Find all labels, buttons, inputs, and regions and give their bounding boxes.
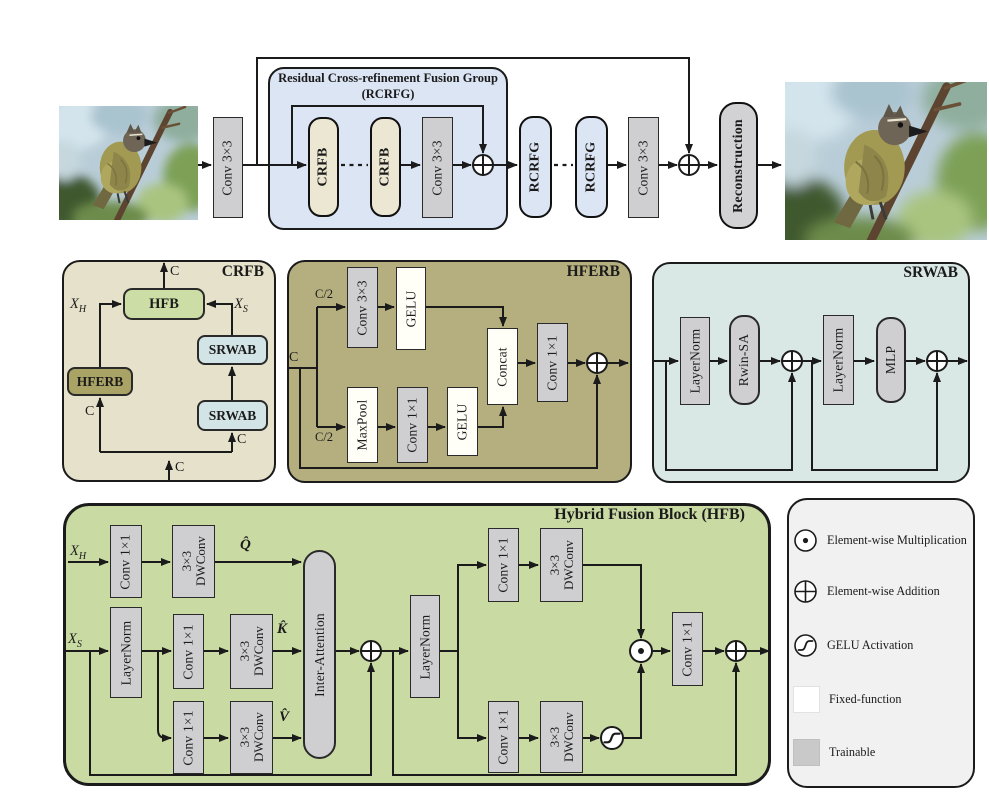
crfb-xh-label: XH	[70, 296, 87, 315]
legend-item-multiplication: Element-wise Multiplication	[793, 527, 967, 553]
crfb-c-right-label: C	[237, 432, 247, 447]
hferb-gelu-top: GELU	[396, 267, 426, 350]
deep-conv3x3: Conv 3×3	[628, 117, 659, 218]
add-op-icon	[926, 350, 948, 372]
hferb-conv1x1-out: Conv 1×1	[537, 323, 568, 402]
crfb-srwab-node-lower: SRWAB	[197, 400, 268, 431]
input-image	[59, 106, 198, 220]
hfb-conv1x1-k: Conv 1×1	[173, 614, 204, 689]
srwab-title: SRWAB	[903, 264, 958, 281]
crfb-hferb-node: HFERB	[67, 367, 133, 396]
multiply-op-icon	[794, 528, 817, 552]
hferb-c2-top-label: C/2	[315, 287, 334, 301]
add-op-icon	[472, 154, 494, 176]
crfb-hfb-node: HFB	[123, 288, 205, 320]
srwab-rwin-sa: Rwin-SA	[729, 315, 760, 405]
hfb-khat-label: K̂	[277, 621, 288, 637]
fixed-function-swatch	[793, 685, 820, 713]
hferb-title: HFERB	[566, 263, 620, 280]
hfb-layernorm-s: LayerNorm	[110, 607, 142, 698]
rcrfg-group-title: Residual Cross-refinement Fusion Group (…	[278, 71, 498, 102]
rcrfg-node-1: RCRFG	[519, 116, 552, 218]
crfb-node-2: CRFB	[370, 117, 401, 217]
legend-item-addition: Element-wise Addition	[793, 578, 940, 604]
srwab-layernorm-1: LayerNorm	[680, 317, 710, 405]
add-op-icon	[794, 579, 817, 603]
crfb-srwab-node-upper: SRWAB	[197, 335, 268, 365]
legend-item-trainable: Trainable	[793, 738, 875, 766]
crfb-xs-label: XS	[234, 296, 248, 315]
hfb-title: Hybrid Fusion Block (HFB)	[554, 506, 745, 523]
srwab-mlp: MLP	[876, 317, 906, 403]
srwab-layernorm-2: LayerNorm	[823, 315, 854, 405]
hfb-conv1x1-bottom: Conv 1×1	[488, 701, 519, 773]
hferb-c-in-label: C	[289, 350, 299, 365]
rcrfg-node-2: RCRFG	[575, 116, 608, 218]
hferb-conv1x1: Conv 1×1	[397, 387, 428, 463]
gelu-op-icon	[794, 633, 817, 657]
hferb-c2-bottom-label: C/2	[315, 430, 334, 444]
add-op-icon	[360, 640, 382, 662]
add-op-icon	[781, 350, 803, 372]
add-op-icon	[678, 154, 700, 176]
shallow-conv3x3: Conv 3×3	[213, 117, 243, 218]
add-op-icon	[586, 352, 608, 374]
reconstruction-node: Reconstruction	[719, 102, 758, 229]
legend-item-gelu: GELU Activation	[793, 632, 913, 658]
hfb-xs-label: XS	[68, 631, 82, 650]
gelu-op-icon	[600, 726, 624, 750]
trainable-swatch	[793, 738, 820, 766]
hfb-inter-attention: Inter-Attention	[303, 550, 336, 759]
hferb-conv3x3: Conv 3×3	[347, 267, 378, 348]
hfb-conv1x1-top: Conv 1×1	[488, 528, 519, 602]
add-op-icon	[725, 640, 747, 662]
crfb-c-in-label: C	[175, 460, 185, 475]
hfb-conv1x1-v: Conv 1×1	[173, 701, 204, 774]
multiply-op-icon	[629, 639, 653, 663]
hfb-vhat-label: V̂	[279, 709, 290, 725]
legend-item-fixed-function: Fixed-function	[793, 685, 901, 713]
hfb-xh-label: XH	[70, 543, 87, 562]
hfb-qhat-label: Q̂	[240, 537, 251, 553]
hferb-detail-box	[287, 260, 632, 483]
hferb-maxpool: MaxPool	[347, 387, 378, 463]
crfb-node-1: CRFB	[308, 117, 339, 217]
hferb-concat: Concat	[487, 328, 518, 405]
rcrfg-conv3x3: Conv 3×3	[422, 117, 453, 218]
hfb-conv1x1-out: Conv 1×1	[672, 612, 703, 686]
crfb-c-out-label: C	[170, 264, 180, 279]
crfb-title: CRFB	[221, 263, 264, 280]
hfb-conv1x1-q: Conv 1×1	[110, 525, 142, 598]
crfb-c-left-label: C	[85, 404, 95, 419]
hfb-layernorm-mid: LayerNorm	[410, 595, 440, 698]
output-image	[785, 82, 987, 240]
hferb-gelu-bottom: GELU	[447, 387, 478, 456]
